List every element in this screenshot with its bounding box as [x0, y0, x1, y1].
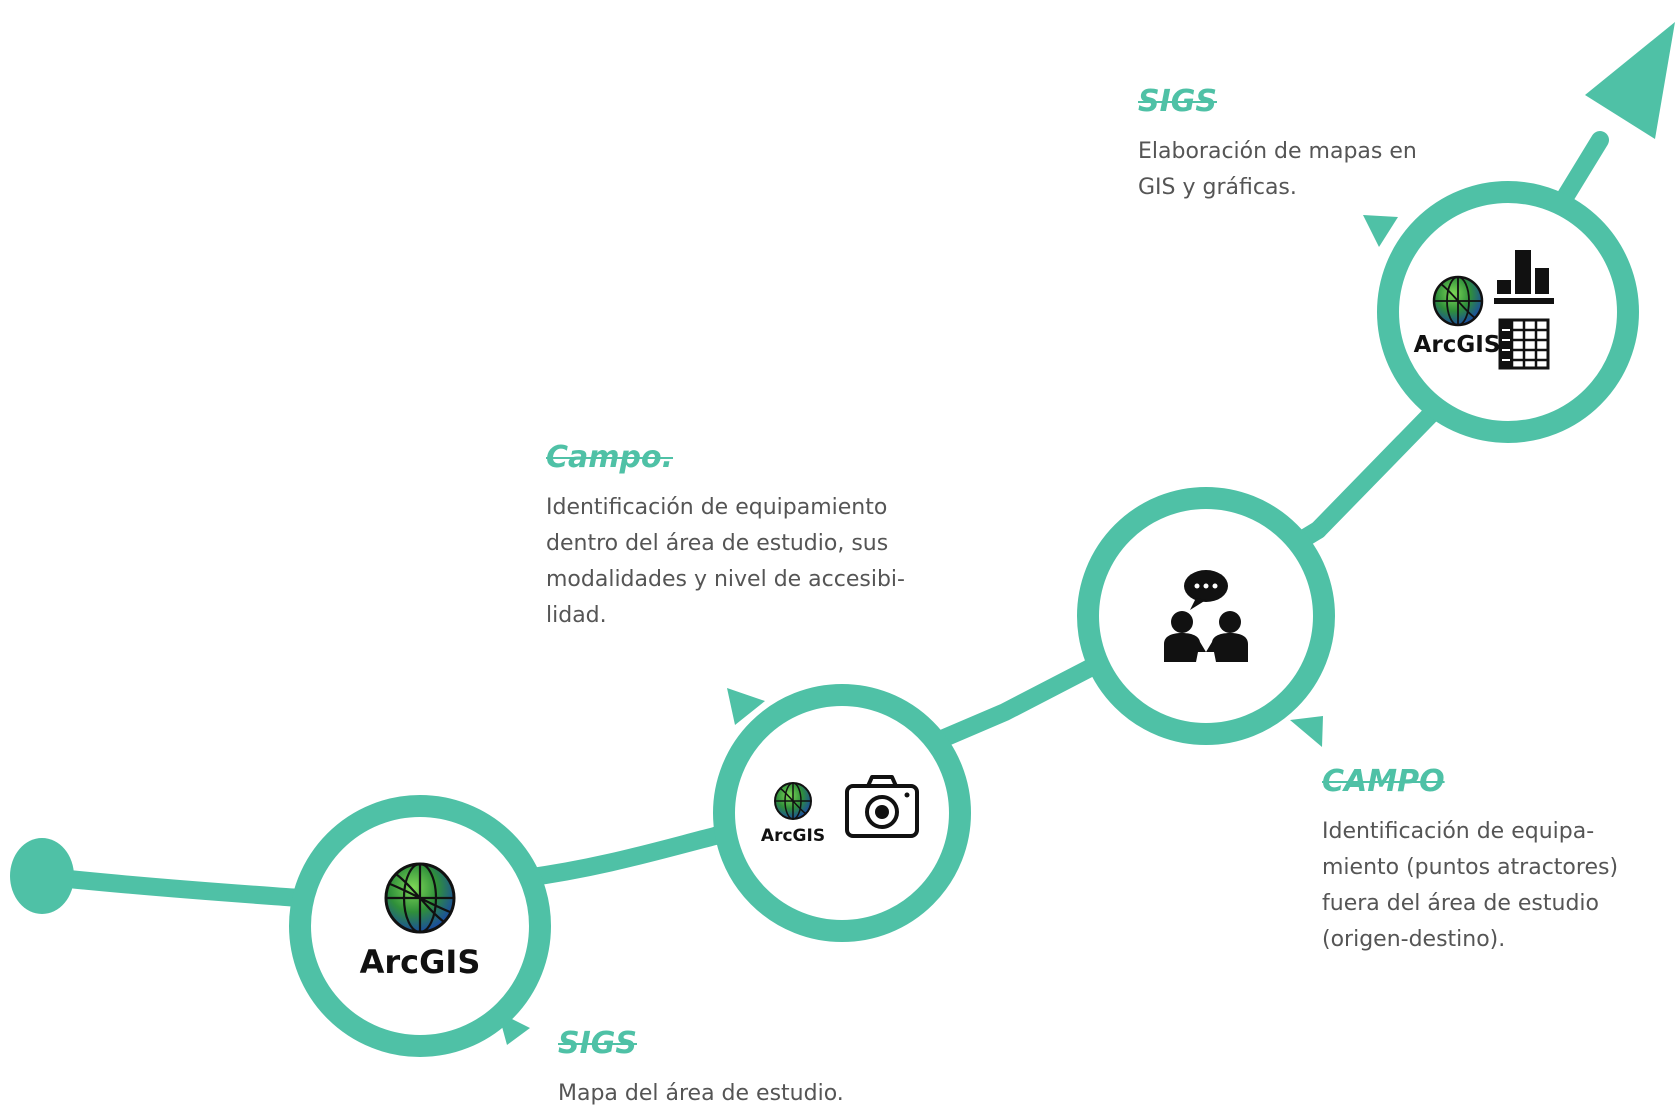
arcgis-globe-icon-2: [774, 782, 812, 820]
arcgis-label-1: ArcGIS: [360, 943, 481, 981]
step-2-circle: [713, 684, 971, 942]
camera-icon: [845, 775, 919, 838]
step-3-circle: [1077, 487, 1335, 745]
step-4-circle: [1377, 181, 1639, 443]
marker-triangle-4: [1363, 215, 1398, 247]
step-2-description: Identificación de equipamiento dentro de…: [546, 495, 905, 628]
step-3-title: CAMPO: [1322, 764, 1445, 799]
arcgis-globe-icon-3: [1432, 275, 1484, 327]
arcgis-globe-icon: [384, 862, 456, 934]
conversation-people-icon: [1164, 570, 1248, 662]
step-1-description: Mapa del área de estudio.: [558, 1081, 844, 1106]
start-dot: [10, 838, 74, 914]
bar-chart-icon: [1494, 250, 1554, 304]
arcgis-label-3: ArcGIS: [1414, 332, 1501, 358]
step-3-text: CAMPO Identificación de equipa- miento (…: [1322, 764, 1642, 958]
arcgis-label-2: ArcGIS: [761, 826, 825, 846]
step-4-text: SIGS Elaboración de mapas en GIS y gráfi…: [1138, 84, 1468, 206]
marker-triangle-2: [727, 688, 765, 725]
step-4-description: Elaboración de mapas en GIS y gráficas.: [1138, 139, 1417, 200]
step-2-title: Campo.: [546, 440, 674, 475]
step-2-text: Campo. Identificación de equipamiento de…: [546, 440, 926, 634]
step-1-title: SIGS: [558, 1026, 637, 1061]
step-4-title: SIGS: [1138, 84, 1217, 119]
table-icon: [1498, 318, 1550, 370]
end-arrow-icon: [1585, 22, 1675, 139]
step-3-description: Identificación de equipa- miento (puntos…: [1322, 819, 1619, 952]
marker-triangle-3: [1290, 716, 1323, 747]
step-1-text: SIGS Mapa del área de estudio.: [558, 1026, 938, 1112]
